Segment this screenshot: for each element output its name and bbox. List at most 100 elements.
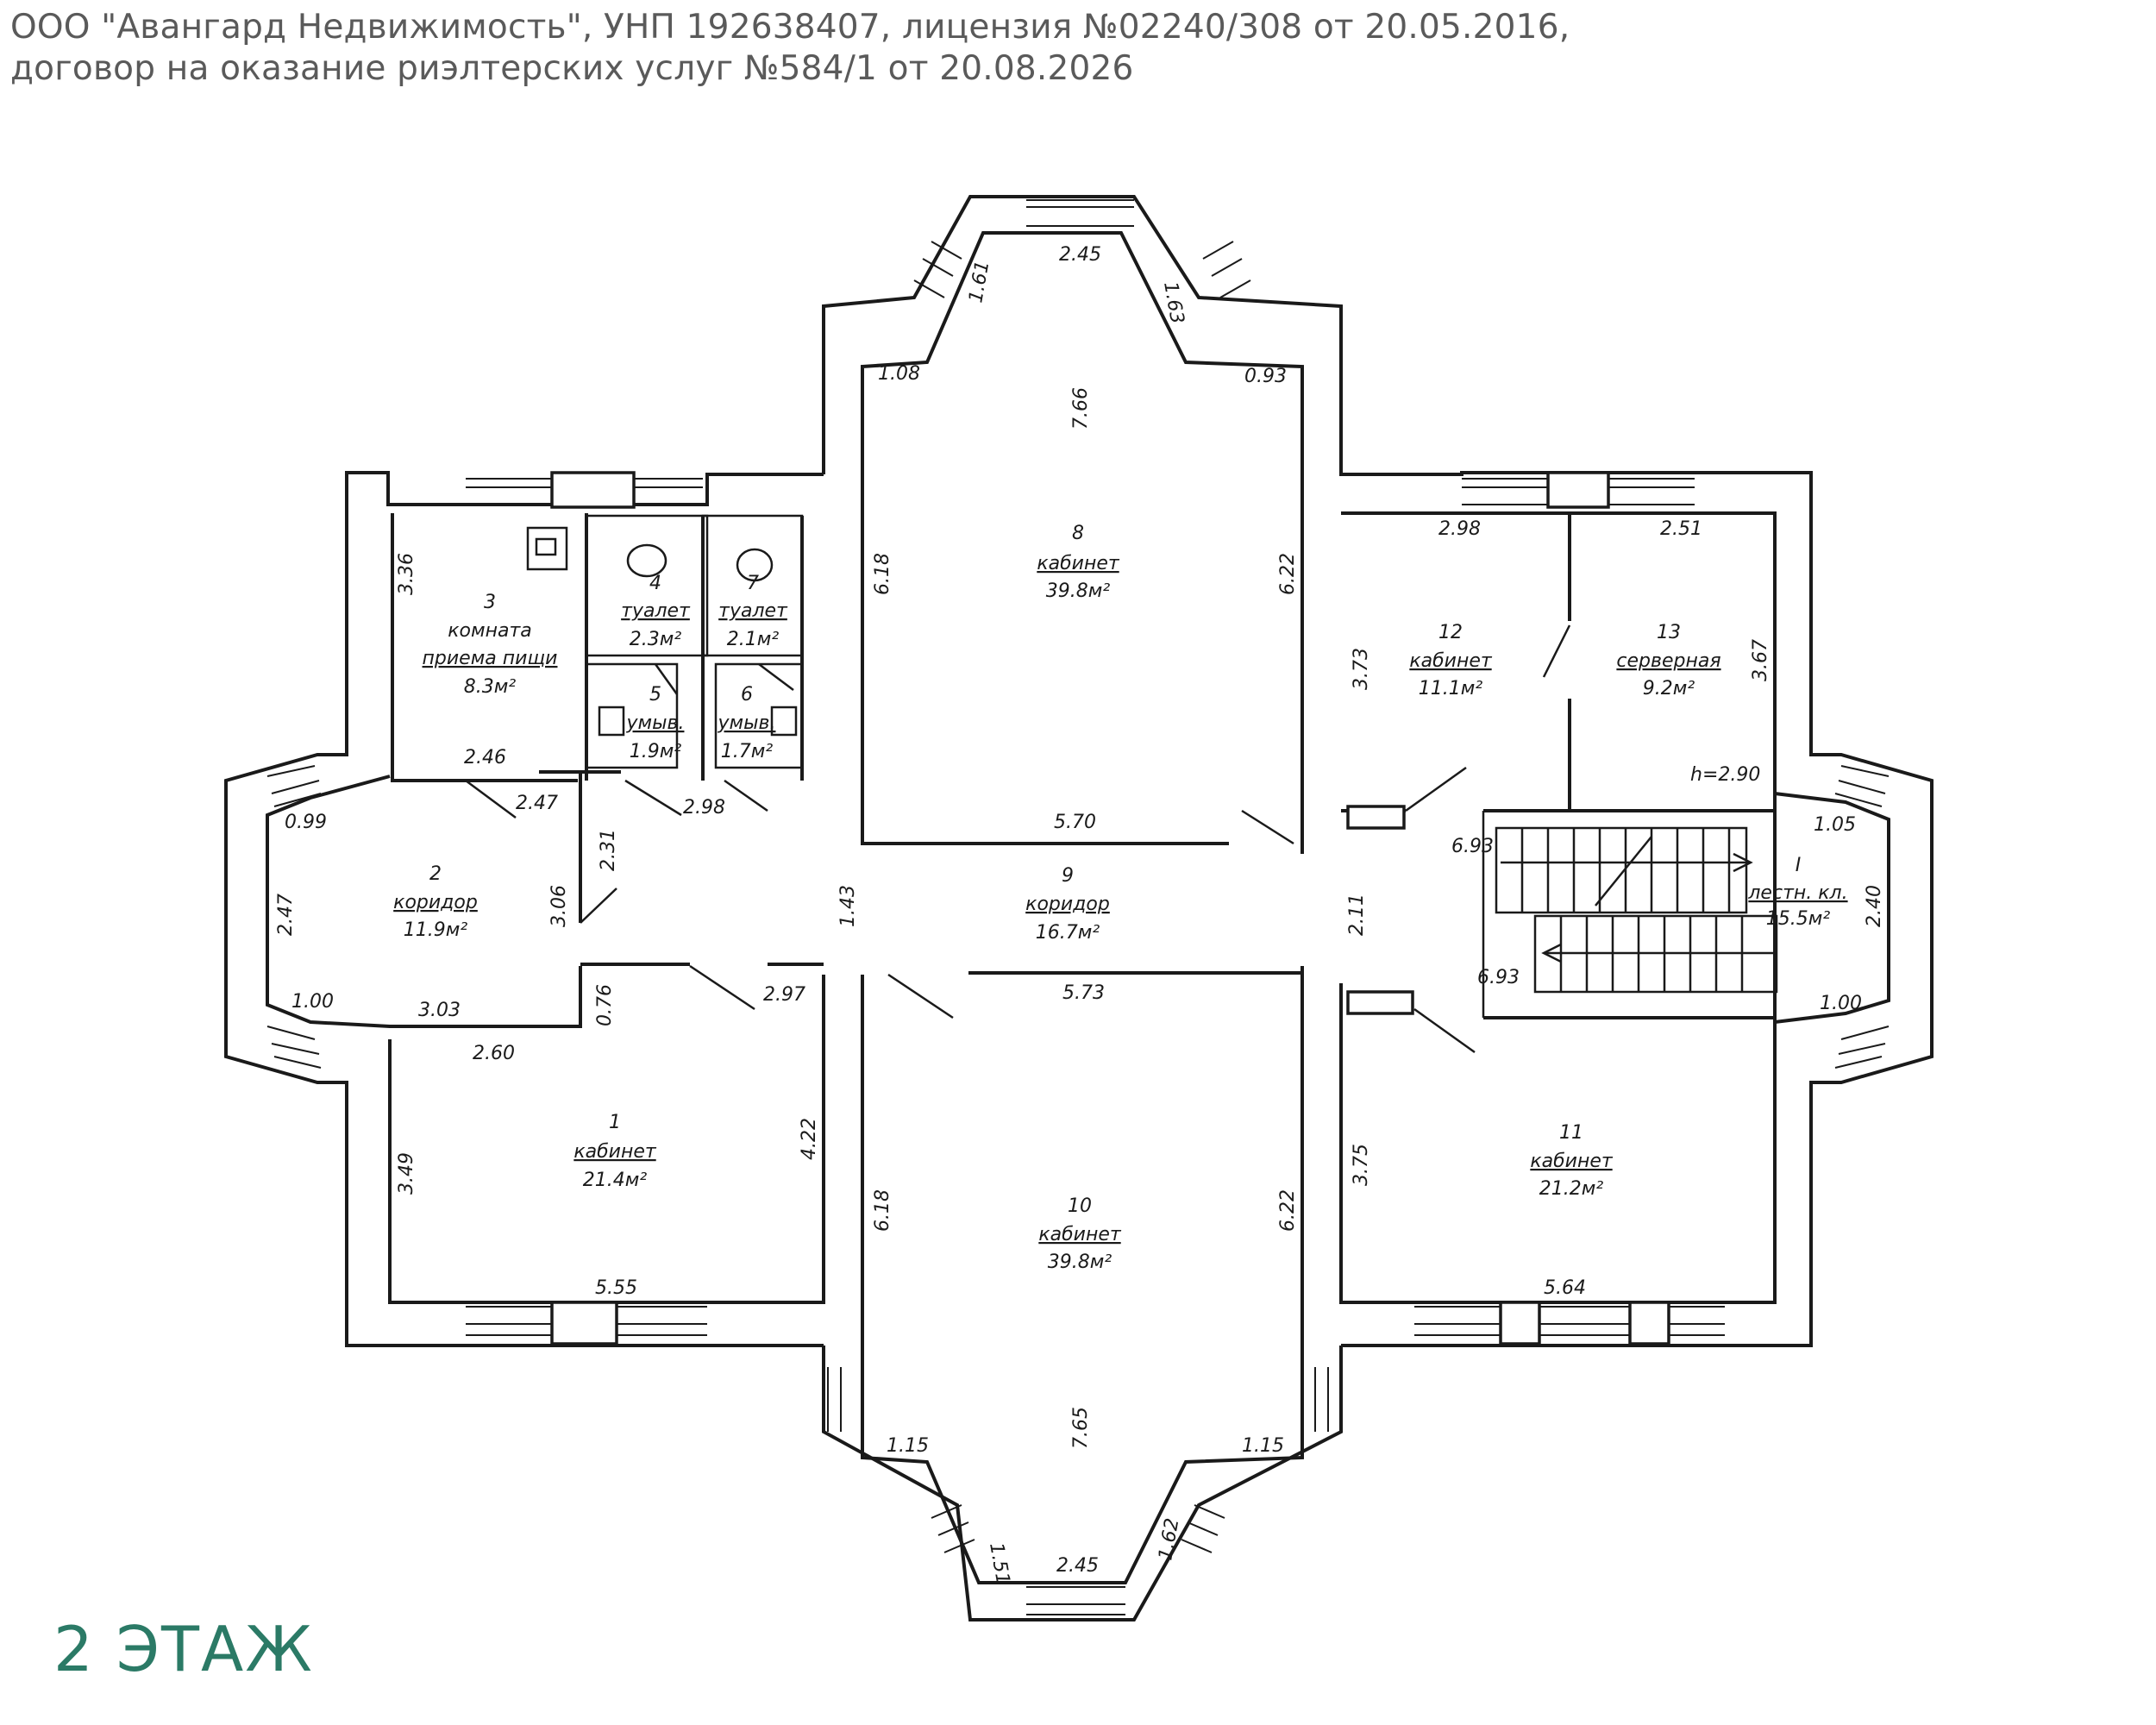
dimensions: 2.45 1.61 1.63 1.08 0.93 7.66 6.18 6.22 … [275,244,1885,1586]
svg-text:6.93: 6.93 [1477,967,1520,988]
svg-text:туалет: туалет [621,600,691,622]
exterior-walls [224,195,1934,1622]
svg-text:15.5м²: 15.5м² [1766,908,1831,930]
svg-text:6: 6 [741,684,753,706]
svg-text:коридор: коридор [1025,894,1110,915]
room3-window-pier [550,471,636,509]
svg-text:6.22: 6.22 [1277,553,1299,595]
svg-text:умыв.: умыв. [718,712,776,734]
stair-label: I лестн. кл. 15.5м² [1747,855,1847,930]
svg-text:2.40: 2.40 [1864,885,1885,927]
svg-text:9.2м²: 9.2м² [1643,678,1695,699]
header-line-2: договор на оказание риэлтерских услуг №5… [10,49,1134,88]
svg-text:лестн. кл.: лестн. кл. [1747,882,1847,904]
svg-text:3.75: 3.75 [1351,1144,1372,1186]
window-room3-top [466,478,703,505]
svg-text:1.00: 1.00 [1820,993,1862,1014]
window-room1-bottom [466,1306,707,1336]
bottom-bay-inner-wall [861,966,1304,1584]
window-top [1026,199,1134,227]
room11-pier [1346,990,1414,1015]
stair-arrow-up [1733,852,1753,873]
svg-text:7.66: 7.66 [1070,387,1092,430]
svg-text:10: 10 [1068,1195,1092,1217]
ceiling-height: h=2.90 [1690,764,1760,786]
top-bay-inner-wall [861,231,1304,854]
door-room7 [758,663,794,691]
door-room5 [624,779,682,817]
svg-text:2.60: 2.60 [473,1043,515,1064]
svg-text:13: 13 [1657,622,1681,643]
svg-text:5.64: 5.64 [1544,1277,1586,1299]
svg-text:1.15: 1.15 [1242,1435,1284,1457]
svg-text:39.8м²: 39.8м² [1046,580,1111,602]
svg-text:6.93: 6.93 [1451,836,1494,857]
room-5-label: 5 умыв. 1.9м² [626,684,685,762]
svg-text:2.45: 2.45 [1056,1555,1099,1577]
svg-text:9: 9 [1062,865,1074,887]
svg-text:4.22: 4.22 [799,1118,820,1160]
room-10-label: 10 кабинет 39.8м² [1038,1195,1122,1273]
svg-text:11.1м²: 11.1м² [1419,678,1483,699]
svg-text:2.98: 2.98 [1438,518,1481,540]
room11-window-pier-1 [1499,1301,1541,1346]
svg-text:3.06: 3.06 [548,885,570,927]
svg-text:1.9м²: 1.9м² [630,741,682,762]
door-room3 [465,779,517,819]
svg-text:3.03: 3.03 [418,1000,461,1021]
svg-text:7.65: 7.65 [1070,1407,1092,1449]
svg-text:1.7м²: 1.7м² [721,741,774,762]
room-6-label: 6 умыв. 1.7м² [718,684,776,762]
svg-text:2.11: 2.11 [1346,894,1368,936]
room-labels: 8 кабинет 39.8м² 3 комната приема пищи 8… [393,523,1847,1273]
svg-text:3: 3 [484,592,496,613]
window-right-bay [1834,765,1890,1069]
svg-text:2.31: 2.31 [598,829,619,871]
sink-icon [598,706,625,737]
interior-partitions [539,513,1775,1019]
windows [266,199,1890,1615]
svg-text:7: 7 [747,573,759,594]
room-9-label: 9 коридор 16.7м² [1025,865,1110,944]
svg-text:4: 4 [649,573,661,594]
top-bay-outer-wall [822,195,1343,474]
svg-text:11.9м²: 11.9м² [404,919,468,941]
door-room1 [689,964,755,1011]
stove-inner [535,537,557,556]
door-room4 [654,663,679,695]
room-7-label: 7 туалет 2.1м² [718,573,788,650]
right-lower-inner-wall [1339,983,1777,1304]
svg-text:2.1м²: 2.1м² [727,629,780,650]
svg-text:6.18: 6.18 [872,1189,893,1232]
door-corridor2 [580,888,617,924]
svg-text:5: 5 [649,684,661,706]
svg-text:1.62: 1.62 [1155,1516,1183,1562]
right-upper-outer-wall [1339,306,1934,1347]
svg-text:3.67: 3.67 [1750,639,1771,681]
svg-text:2.97: 2.97 [763,984,805,1006]
svg-text:1.00: 1.00 [291,991,334,1013]
right-bay-inner-wall [1774,792,1890,1024]
svg-text:3.36: 3.36 [396,553,417,595]
door-room8 [1241,809,1294,845]
room-12-label: 12 кабинет 11.1м² [1409,622,1493,699]
room-3-label: 3 комната приема пищи 8.3м² [423,592,558,698]
room-11-label: 11 кабинет 21.2м² [1530,1122,1614,1200]
window-room11-bottom [1414,1306,1725,1336]
room12-window-pier [1546,471,1610,509]
svg-text:комната: комната [448,620,532,642]
svg-text:2.98: 2.98 [683,797,725,819]
room1-window-pier [550,1301,618,1346]
header: ООО "Авангард Недвижимость", УНП 1926384… [10,7,2123,90]
svg-text:2: 2 [429,863,442,885]
svg-text:1.43: 1.43 [837,885,859,927]
svg-text:8.3м²: 8.3м² [464,676,517,698]
staircase [1482,811,1778,1018]
door-room6 [724,779,768,812]
svg-text:1: 1 [609,1112,621,1133]
room12-pier [1346,805,1406,830]
stair-flight-upper [1495,826,1748,914]
svg-text:коридор: коридор [393,892,478,913]
svg-text:3.73: 3.73 [1351,648,1372,690]
